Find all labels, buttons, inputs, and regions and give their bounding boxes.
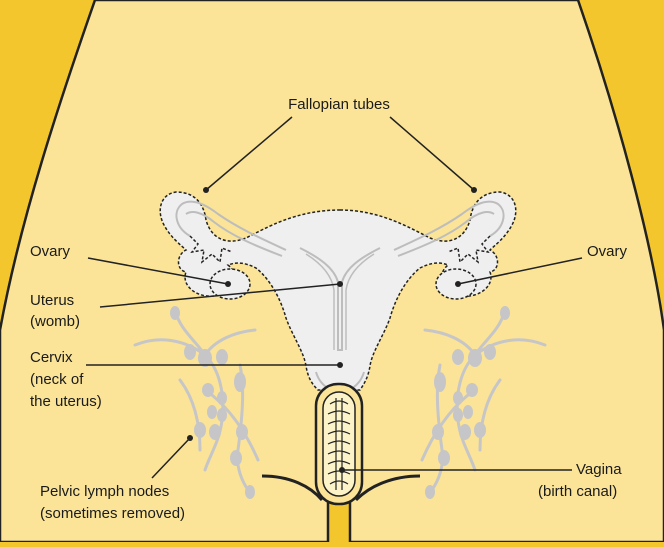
label-uterus-line2: (womb) <box>30 313 80 330</box>
label-ovary-left: Ovary <box>30 243 71 260</box>
label-lymph-line1: Pelvic lymph nodes <box>40 483 169 500</box>
label-fallopian-tubes: Fallopian tubes <box>288 96 390 113</box>
label-lymph-line2: (sometimes removed) <box>40 505 185 522</box>
label-cervix-line3: the uterus) <box>30 393 102 410</box>
label-vagina-line2: (birth canal) <box>538 483 617 500</box>
label-uterus-line1: Uterus <box>30 292 74 309</box>
label-cervix-line1: Cervix <box>30 349 73 366</box>
label-vagina-line1: Vagina <box>576 461 622 478</box>
label-ovary-right: Ovary <box>587 243 628 260</box>
label-cervix-line2: (neck of <box>30 371 84 388</box>
